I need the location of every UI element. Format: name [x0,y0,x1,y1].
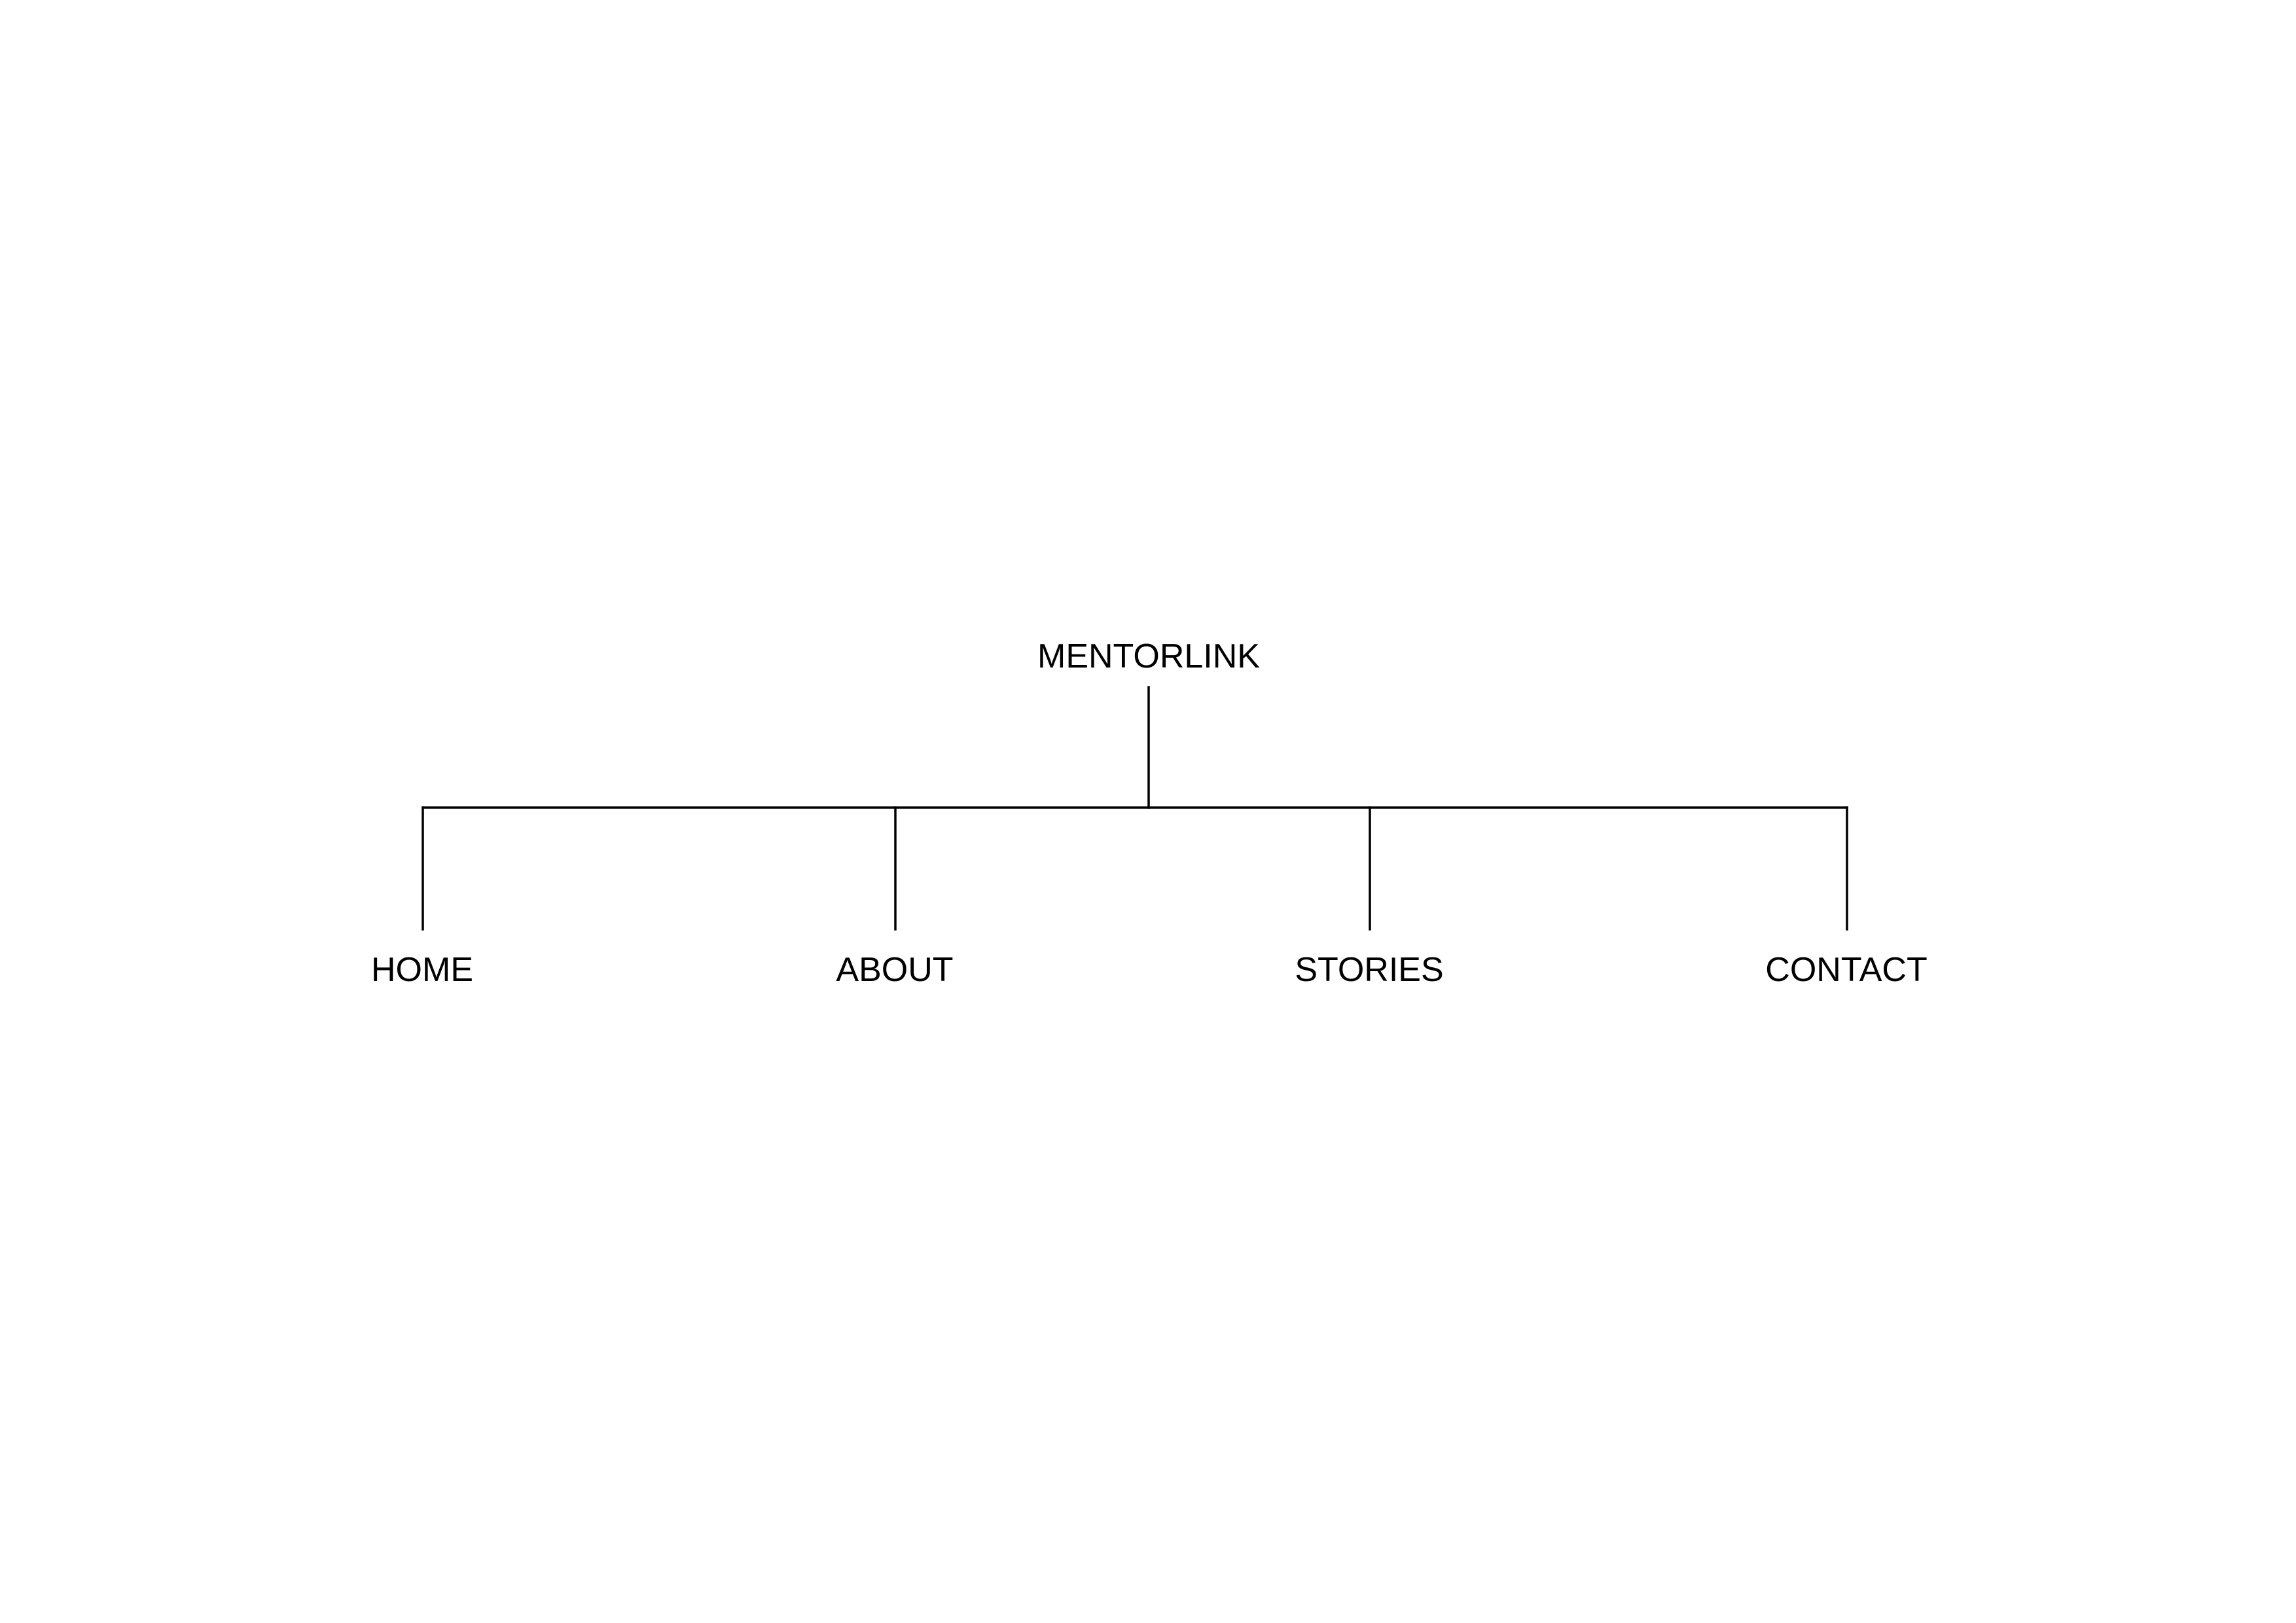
child-node-contact: CONTACT [1765,951,1928,989]
child-node-home: HOME [371,951,473,989]
child-node-about: ABOUT [836,951,954,989]
root-node-mentorlink: MENTORLINK [1037,637,1260,675]
child-node-stories: STORIES [1295,951,1444,989]
